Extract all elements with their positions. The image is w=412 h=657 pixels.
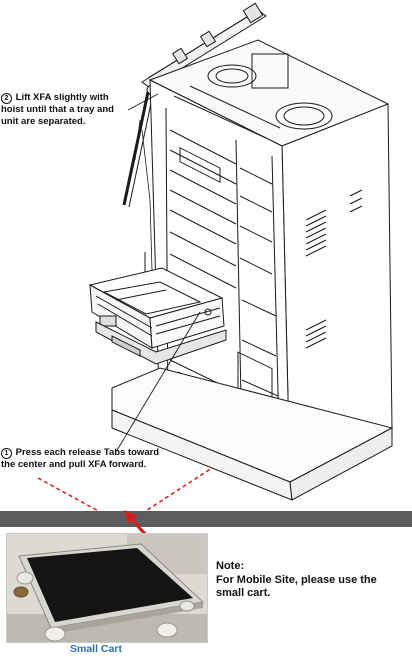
cart-caption: Small Cart	[70, 643, 122, 655]
leader-line-step2	[127, 93, 159, 111]
callout-step1: 1 Press each release Tabs toward the cen…	[1, 447, 161, 471]
hoist-arm	[122, 91, 154, 292]
cabinet-diagram	[37, 2, 394, 515]
cart-photo	[6, 533, 208, 643]
step2-text: Lift XFA slightly with hoist until that …	[1, 92, 114, 127]
note-title: Note:	[216, 560, 245, 572]
note-text: For Mobile Site, please use the small ca…	[216, 573, 377, 600]
step1-text: Press each release Tabs toward the cente…	[1, 447, 160, 470]
cart-illustration	[7, 534, 207, 642]
callout-step2: 2 Lift XFA slightly with hoist until tha…	[1, 92, 131, 127]
base-pallet	[111, 367, 394, 501]
note-box: Note: For Mobile Site, please use the sm…	[216, 560, 406, 601]
leader-line-step1	[115, 311, 201, 453]
hoist-rail	[141, 2, 267, 96]
divider-band	[0, 511, 412, 527]
step1-number: 1	[1, 448, 12, 459]
xfa-unit	[88, 267, 227, 365]
step2-number: 2	[1, 93, 12, 104]
